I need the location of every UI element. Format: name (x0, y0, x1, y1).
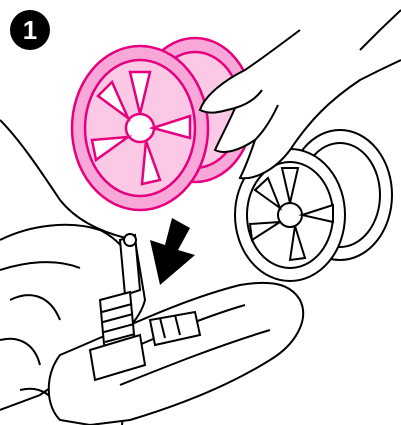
axle-shaft (90, 234, 145, 380)
pink-wheel-pair (72, 38, 253, 210)
down-arrow-icon (150, 218, 195, 285)
mower-deck (49, 283, 303, 425)
